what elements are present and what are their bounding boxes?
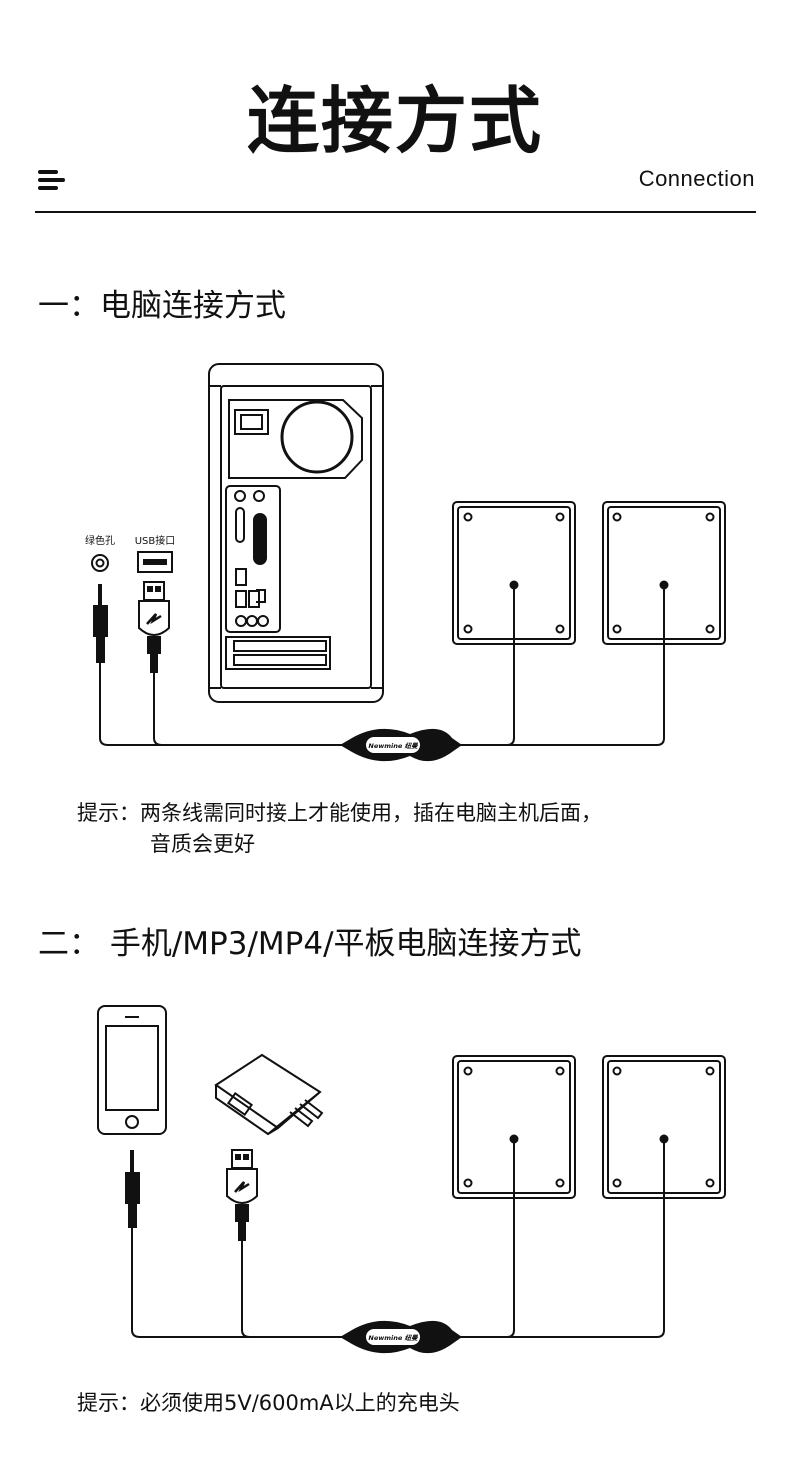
inline-controller-icon: Newmine 纽曼 [340,728,462,762]
usb-plug-icon [226,1149,258,1241]
inline-controller-icon: Newmine 纽曼 [340,1320,462,1354]
audio-plug-icon [125,1150,140,1228]
tip-computer: 提示：两条线需同时接上才能使用，插在电脑主机后面， 音质会更好 [77,798,602,860]
tip-computer-line1: 提示：两条线需同时接上才能使用，插在电脑主机后面， [77,801,602,825]
audio-jack-icon [91,554,109,572]
section-heading-mobile: 二： 手机/MP3/MP4/平板电脑连接方式 [38,926,582,962]
smartphone-icon [97,1005,167,1135]
usb-port-icon [137,551,173,573]
computer-connection-diagram: Newmine 纽曼 绿色孔 USB接口 [85,363,726,762]
usb-port-label: USB接口 [135,534,176,547]
controller-brand-text: Newmine 纽曼 [368,742,418,750]
page-title: 连接方式 [246,79,543,163]
green-jack-label: 绿色孔 [85,534,115,547]
header-divider [35,211,756,213]
audio-plug-icon [93,584,108,663]
power-adapter-icon [214,1053,324,1136]
mobile-connection-diagram: Newmine 纽曼 [97,1005,726,1354]
section-heading-computer: 一：电脑连接方式 [38,288,286,324]
tip-computer-line2: 音质会更好 [150,832,255,856]
usb-plug-icon [138,581,170,673]
desktop-tower-icon [208,363,384,703]
controller-brand-text: Newmine 纽曼 [368,1334,418,1342]
tip-mobile: 提示：必须使用5V/600mA以上的充电头 [77,1391,460,1415]
menu-icon[interactable] [38,170,66,192]
page-subtitle: Connection [638,166,755,191]
